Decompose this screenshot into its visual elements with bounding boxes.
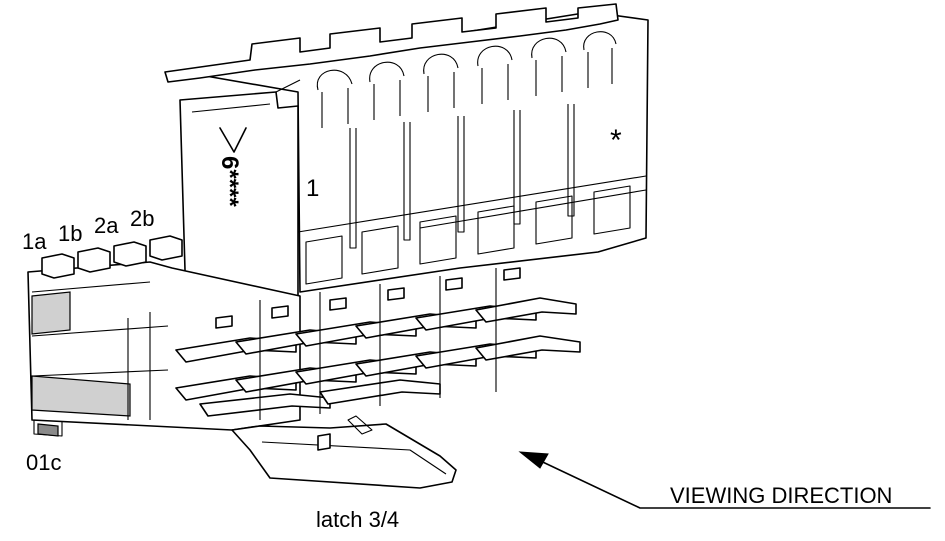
label-pin-01c: 01c (26, 450, 61, 475)
label-pin-2b: 2b (130, 206, 154, 231)
marking-side-code: 6**** (216, 156, 243, 207)
label-viewing-direction: VIEWING DIRECTION (670, 483, 892, 508)
top-pins (41, 235, 183, 279)
marking-asterisk: * (610, 124, 622, 157)
arrowhead-icon (518, 451, 549, 469)
label-pin-1b: 1b (58, 221, 82, 246)
latch-arm (231, 415, 457, 489)
side-plate-marking: 6**** (216, 127, 247, 207)
w-marking-icon (219, 127, 247, 153)
viewing-direction-arrow (518, 451, 931, 509)
label-latch: latch 3/4 (316, 507, 399, 532)
upper-housing (164, 3, 649, 293)
label-pin-1a: 1a (22, 229, 47, 254)
label-pin-2a: 2a (94, 213, 119, 238)
marking-number-1: 1 (306, 175, 319, 202)
contact-forks (175, 267, 581, 420)
